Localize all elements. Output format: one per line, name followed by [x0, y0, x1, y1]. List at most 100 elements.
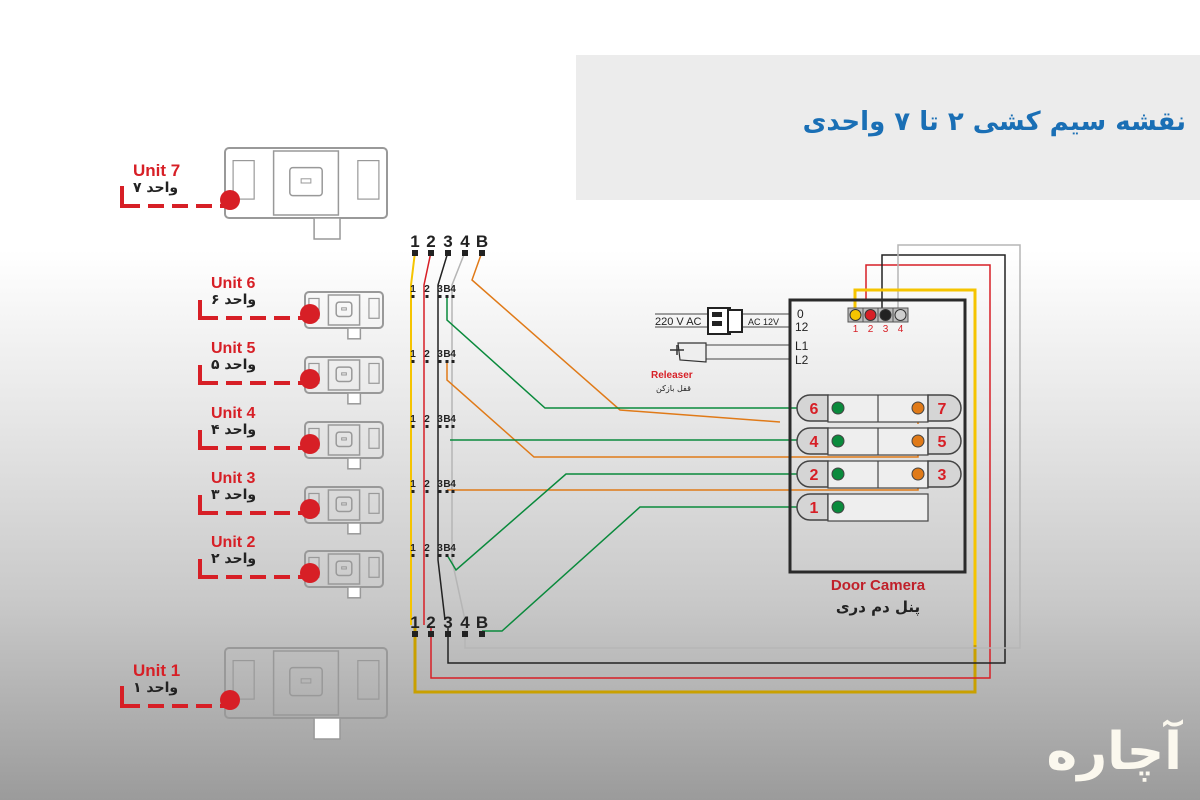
unit2-terminal-terminal-3: [438, 554, 442, 557]
unit-label-en: Unit 1: [133, 661, 180, 680]
call-button-label: 4: [810, 434, 819, 451]
unit1-terminal-label-4: 4: [460, 613, 470, 632]
diagram-title: نقشه سیم کشی ۲ تا ۷ واحدی: [802, 107, 1186, 137]
unit7-terminal-label-B: B: [476, 232, 488, 251]
unit5-terminal-terminal-2: [425, 360, 429, 363]
connector-screw-icon: [849, 309, 862, 321]
call-button-3[interactable]: [927, 460, 962, 488]
unit7-terminal-terminal-2: [428, 250, 434, 256]
unit2-terminal-terminal-1: [411, 554, 415, 557]
unit4-terminal-label-3: 3: [437, 414, 443, 425]
power-input-label: 220 V AC: [655, 316, 702, 328]
call-wire-unit6: [446, 295, 800, 409]
unit6-terminal-label-B: B: [443, 284, 450, 295]
button-contact-orange: [911, 434, 925, 448]
unit4-terminal-label-1: 1: [410, 414, 416, 425]
button-contact-green: [831, 467, 845, 481]
unit3-terminal-label-1: 1: [410, 479, 416, 490]
return-wire-1: [413, 628, 977, 694]
unit-label-fa: واحد ۳: [211, 487, 256, 503]
call-button-6[interactable]: [796, 394, 829, 422]
terminal-L2: L2: [795, 353, 809, 367]
unit3-terminal-label-B: B: [443, 479, 450, 490]
monitor-body: [224, 647, 388, 719]
call-button-label: 1: [810, 500, 819, 517]
button-contact-green: [831, 401, 845, 415]
terminal-L1: L1: [795, 339, 809, 353]
door-camera-label-en: Door Camera: [831, 577, 926, 594]
unit7-terminal-label-4: 4: [460, 232, 470, 251]
monitor-stand: [347, 586, 362, 599]
unit3-terminal-label-3: 3: [437, 479, 443, 490]
unit6-terminal-terminal-2: [425, 295, 429, 298]
unit3-terminal-label-4: 4: [450, 479, 456, 490]
unit2-terminal-terminal-B: [445, 554, 449, 557]
unit1-terminal-terminal-B: [479, 631, 485, 637]
power-output-label: AC 12V: [748, 317, 779, 327]
unit7-terminal-label-1: 1: [410, 232, 419, 251]
call-button-label: 3: [938, 467, 947, 484]
unit7-terminal-label-3: 3: [443, 232, 452, 251]
call-button-1[interactable]: [796, 493, 829, 521]
title-box: نقشه سیم کشی ۲ تا ۷ واحدی: [576, 55, 1200, 200]
terminal-12: 12: [795, 320, 809, 334]
connector-pin-label: 1: [853, 324, 859, 335]
unit-label-en: Unit 6: [211, 275, 256, 292]
unit-label-en: Unit 2: [211, 534, 256, 551]
unit5-terminal-label-4: 4: [450, 349, 456, 360]
unit4-terminal-terminal-3: [438, 425, 442, 428]
call-button-5[interactable]: [927, 427, 962, 455]
connector-screw-icon: [894, 309, 907, 321]
unit-label-fa: واحد ۷: [133, 180, 178, 196]
unit1-terminal-label-B: B: [476, 613, 488, 632]
connector-pin-label: 2: [868, 324, 874, 335]
unit-label-en: Unit 7: [133, 161, 180, 180]
call-button-2[interactable]: [796, 460, 829, 488]
unit-label-fa: واحد ۴: [211, 422, 256, 438]
unit1-terminal-terminal-2: [428, 631, 434, 637]
monitor-stand: [313, 717, 341, 740]
unit7-terminal-terminal-1: [412, 250, 418, 256]
unit5-terminal-label-B: B: [443, 349, 450, 360]
unit-connection-dot: [300, 499, 320, 519]
releaser-lock-icon: [677, 342, 707, 363]
unit-connection-dot: [300, 434, 320, 454]
call-button-7[interactable]: [927, 394, 962, 422]
button-contact-green: [831, 500, 845, 514]
unit1-terminal-terminal-3: [445, 631, 451, 637]
unit6-terminal-terminal-1: [411, 295, 415, 298]
call-button-4[interactable]: [796, 427, 829, 455]
wires-layer: [410, 244, 1021, 694]
unit-label-fa: واحد ۶: [211, 292, 256, 308]
return-wire-2: [430, 264, 991, 679]
brand-logo: آچاره: [1046, 722, 1182, 782]
connector-screw-icon: [879, 309, 892, 321]
unit3-terminal-terminal-3: [438, 490, 442, 493]
unit6-terminal-label-3: 3: [437, 284, 443, 295]
unit-label-en: Unit 5: [211, 340, 256, 357]
unit3-terminal-terminal-4: [451, 490, 455, 493]
unit-connection-dot: [300, 304, 320, 324]
unit2-terminal-label-1: 1: [410, 543, 416, 554]
unit4-terminal-terminal-B: [445, 425, 449, 428]
unit2-terminal-label-3: 3: [437, 543, 443, 554]
unit-label-en: Unit 4: [211, 405, 256, 422]
unit3-terminal-terminal-2: [425, 490, 429, 493]
door-panel-frame: [788, 298, 967, 574]
unit3-terminal-label-2: 2: [424, 479, 430, 490]
call-wire-unit7: [471, 251, 781, 423]
unit7-terminal-terminal-B: [479, 250, 485, 256]
call-button-label: 7: [938, 401, 947, 418]
unit4-terminal-terminal-4: [451, 425, 455, 428]
unit1-terminal-label-3: 3: [443, 613, 452, 632]
unit2-terminal-terminal-2: [425, 554, 429, 557]
